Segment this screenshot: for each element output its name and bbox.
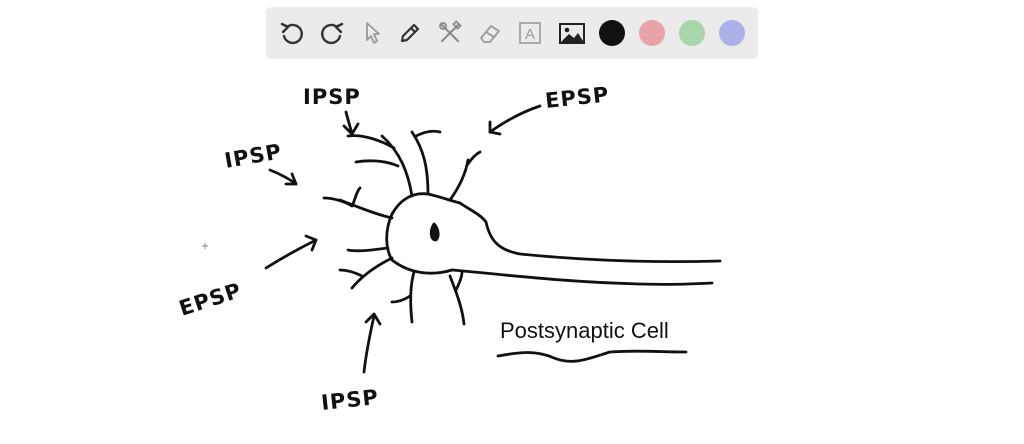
pen-icon [400,23,420,43]
label-ipsp-left: IPSP [223,139,284,173]
image-icon [559,23,585,44]
axon-lower-line [450,268,714,286]
arrowhead [342,122,360,136]
dendrite [346,134,396,150]
redo-button[interactable] [316,17,348,49]
arrowhead [284,172,298,186]
dendrite [448,274,466,326]
undo-button[interactable] [276,17,308,49]
arrowhead [364,312,382,326]
color-blue-swatch[interactable] [719,20,745,46]
dendrite [380,134,414,198]
text-button[interactable]: A [514,17,546,49]
drawing-toolbar: A [266,7,758,59]
soma-outline-upper-right [426,192,462,205]
color-green-swatch[interactable] [679,20,705,46]
dendrite [466,150,482,166]
dendrite [338,268,364,278]
image-button[interactable] [556,17,588,49]
stray-mark [202,243,208,249]
color-red-swatch[interactable] [639,20,665,46]
dendrite [448,158,470,202]
tools-icon [439,20,462,42]
arrow-epsp-left [264,238,318,270]
redo-icon [321,22,344,45]
pointer-icon [366,22,380,44]
undo-icon [280,22,303,45]
caption-underline [496,349,688,363]
color-black-swatch[interactable] [599,20,625,46]
tools-button[interactable] [434,17,466,49]
label-ipsp-bottom: IPSP [320,385,380,415]
soma-outline-axon-hillock [458,201,722,264]
dendrite [410,130,430,196]
dendrite [454,270,464,292]
text-tool-glyph: A [525,26,535,43]
arrow-ipsp-bottom [362,314,376,374]
dendrite [390,294,412,304]
pen-button[interactable] [394,17,426,49]
soma-outline-bottom [385,212,454,275]
dendrite [354,159,400,168]
dendrite [350,256,394,290]
eraser-button[interactable] [474,17,506,49]
arrowhead [304,234,318,252]
label-epsp-right: EPSP [544,82,610,113]
caption-postsynaptic-cell: Postsynaptic Cell [500,318,669,343]
label-ipsp-top: IPSP [303,85,361,109]
dendrite [346,246,390,253]
text-icon: A [519,22,541,44]
arrow-epsp-right [488,104,542,134]
arrowhead [488,120,502,136]
dendrite [322,196,354,208]
nucleus [429,222,440,242]
eraser-icon [480,25,500,43]
dendrite [350,186,362,208]
label-epsp-left: EPSP [176,278,245,321]
soma-outline-top [390,192,430,216]
dendrite [409,270,416,324]
dendrite [414,129,442,138]
select-button[interactable] [356,17,388,49]
